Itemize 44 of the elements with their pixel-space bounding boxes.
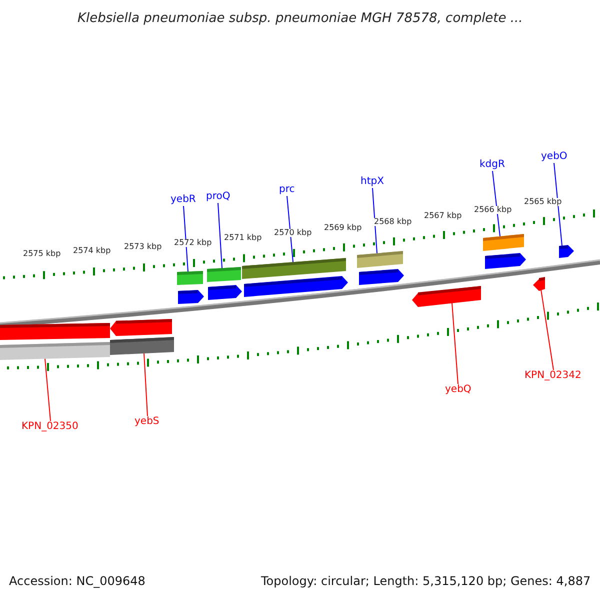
scale-label: 2572 kbp bbox=[173, 239, 213, 247]
scale-label: 2566 kbp bbox=[473, 206, 513, 214]
scale-label: 2571 kbp bbox=[223, 234, 263, 242]
gene-label: yebQ bbox=[445, 385, 472, 395]
scale-label: 2573 kbp bbox=[123, 243, 163, 251]
gene-label: prc bbox=[279, 185, 295, 195]
accession-text: Accession: NC_009648 bbox=[9, 575, 146, 587]
gene-label: KPN_02350 bbox=[22, 422, 78, 432]
gene-label: yebO bbox=[541, 152, 568, 162]
scale-label: 2570 kbp bbox=[273, 229, 313, 237]
leader-line bbox=[286, 196, 294, 263]
gene-bar bbox=[0, 342, 110, 360]
genome-summary: Topology: circular; Length: 5,315,120 bp; Genes: 4,887 bbox=[261, 575, 591, 587]
gene-bar bbox=[207, 267, 241, 282]
leader-line bbox=[452, 302, 458, 384]
gene-bar bbox=[533, 277, 545, 291]
gene-label: kdgR bbox=[480, 160, 505, 170]
gene-label: KPN_02342 bbox=[524, 371, 582, 381]
leader-line bbox=[44, 358, 51, 422]
gene-bar bbox=[242, 258, 346, 279]
leader-line bbox=[218, 202, 222, 269]
gene-label: proQ bbox=[206, 192, 230, 202]
leader-line bbox=[540, 289, 554, 370]
gene-bar bbox=[483, 234, 524, 251]
scale-label: 2568 kbp bbox=[373, 218, 413, 226]
scale-label: 2565 kbp bbox=[523, 198, 563, 206]
leader-line bbox=[492, 170, 500, 237]
gene-bar bbox=[110, 337, 174, 355]
scale-label: 2567 kbp bbox=[423, 212, 463, 220]
scale-label: 2574 kbp bbox=[72, 247, 112, 255]
gene-label: yebR bbox=[170, 195, 196, 205]
leader-line bbox=[144, 352, 148, 416]
gene-bar bbox=[559, 245, 574, 258]
gene-label: htpX bbox=[360, 177, 384, 187]
gene-bar bbox=[412, 286, 481, 307]
title: Klebsiella pneumoniae subsp. pneumoniae MGH 78578, complete ... bbox=[78, 12, 523, 25]
scale-label: 2575 kbp bbox=[22, 250, 62, 258]
leader-line bbox=[183, 206, 188, 272]
leader-line bbox=[554, 162, 562, 246]
scale-label: 2569 kbp bbox=[323, 224, 363, 232]
gene-bar bbox=[177, 271, 203, 285]
leader-line bbox=[372, 188, 378, 254]
gene-label: yebS bbox=[134, 417, 160, 427]
gene-bar bbox=[357, 251, 403, 268]
